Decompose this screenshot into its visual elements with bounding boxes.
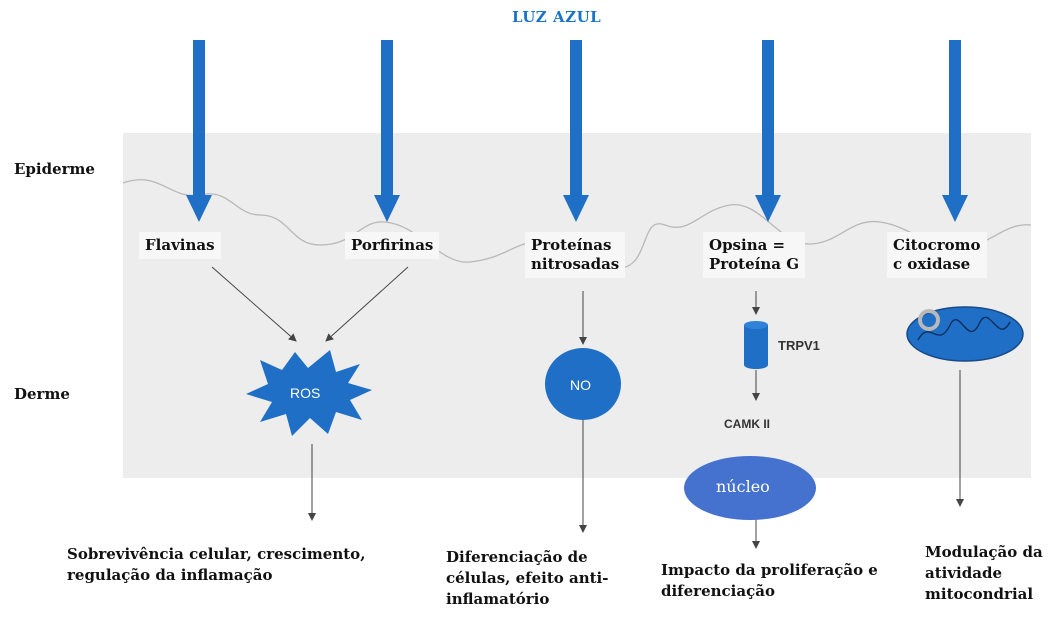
- outcome-ros-line1: Sobrevivência celular, crescimento,: [67, 545, 366, 563]
- light-arrows: [186, 40, 968, 222]
- layer-label-epiderme: Epiderme: [14, 160, 95, 178]
- molecule-citocromo-line2: c oxidase: [893, 255, 971, 273]
- molecule-proteinas-line1: Proteínas: [531, 236, 612, 254]
- arrow-flavinas-ros: [211, 266, 297, 342]
- nucleo-label: núcleo: [716, 477, 770, 496]
- camk-label: CAMK II: [724, 417, 770, 431]
- outcome-no-line1: Diferenciação de: [446, 548, 588, 566]
- molecule-proteinas-line2: nitrosadas: [531, 255, 620, 273]
- light-arrow-opsina: [755, 40, 781, 222]
- outcome-mito-line2: atividade: [925, 564, 1002, 582]
- flow-arrows: [211, 266, 964, 549]
- molecule-citocromo: Citocromo c oxidase: [887, 232, 987, 278]
- molecule-opsina-line2: Proteína G: [709, 255, 800, 273]
- molecule-opsina: Opsina = Proteína G: [703, 232, 806, 278]
- molecule-opsina-line1: Opsina =: [709, 236, 786, 254]
- trpv1-cylinder-shape: [744, 321, 768, 369]
- molecule-porfirinas-label: Porfirinas: [351, 236, 434, 254]
- molecule-flavinas-label: Flavinas: [145, 236, 215, 254]
- trpv1-label: TRPV1: [778, 338, 820, 353]
- outcome-mito-line1: Modulação da: [925, 543, 1043, 561]
- outcome-mito: Modulação da atividade mitocondrial: [925, 542, 1043, 605]
- outcome-ros-line2: regulação da inflamação: [67, 566, 273, 584]
- diagram-title: LUZ AZUL: [512, 8, 602, 26]
- outcome-opsina-line1: Impacto da proliferação e: [661, 561, 878, 579]
- outcome-no-line3: inflamatório: [446, 590, 550, 608]
- no-label: NO: [570, 377, 591, 393]
- no-circle-shape: [545, 348, 621, 420]
- outcome-no-line2: células, efeito anti-: [446, 569, 609, 587]
- light-arrow-citocromo: [942, 40, 968, 222]
- arrow-porfirinas-ros: [325, 266, 409, 342]
- mitochondrion-shape: [906, 306, 1024, 362]
- light-arrow-proteinas: [563, 40, 589, 222]
- outcome-opsina: Impacto da proliferação e diferenciação: [661, 560, 878, 602]
- outcome-no: Diferenciação de células, efeito anti- i…: [446, 547, 608, 610]
- molecule-citocromo-line1: Citocromo: [893, 236, 981, 254]
- ros-label: ROS: [290, 385, 321, 401]
- molecule-flavinas: Flavinas: [139, 232, 221, 259]
- layer-label-derme: Derme: [14, 385, 70, 403]
- ros-burst-shape: [246, 350, 372, 436]
- outcome-mito-line3: mitocondrial: [925, 585, 1034, 603]
- outcome-opsina-line2: diferenciação: [661, 582, 775, 600]
- nucleus-shape: [684, 456, 816, 520]
- light-arrow-porfirinas: [374, 40, 400, 222]
- light-arrow-flavinas: [186, 40, 212, 222]
- molecule-porfirinas: Porfirinas: [345, 232, 440, 259]
- outcome-ros: Sobrevivência celular, crescimento, regu…: [67, 544, 365, 586]
- molecule-proteinas-nitrosadas: Proteínas nitrosadas: [525, 232, 626, 278]
